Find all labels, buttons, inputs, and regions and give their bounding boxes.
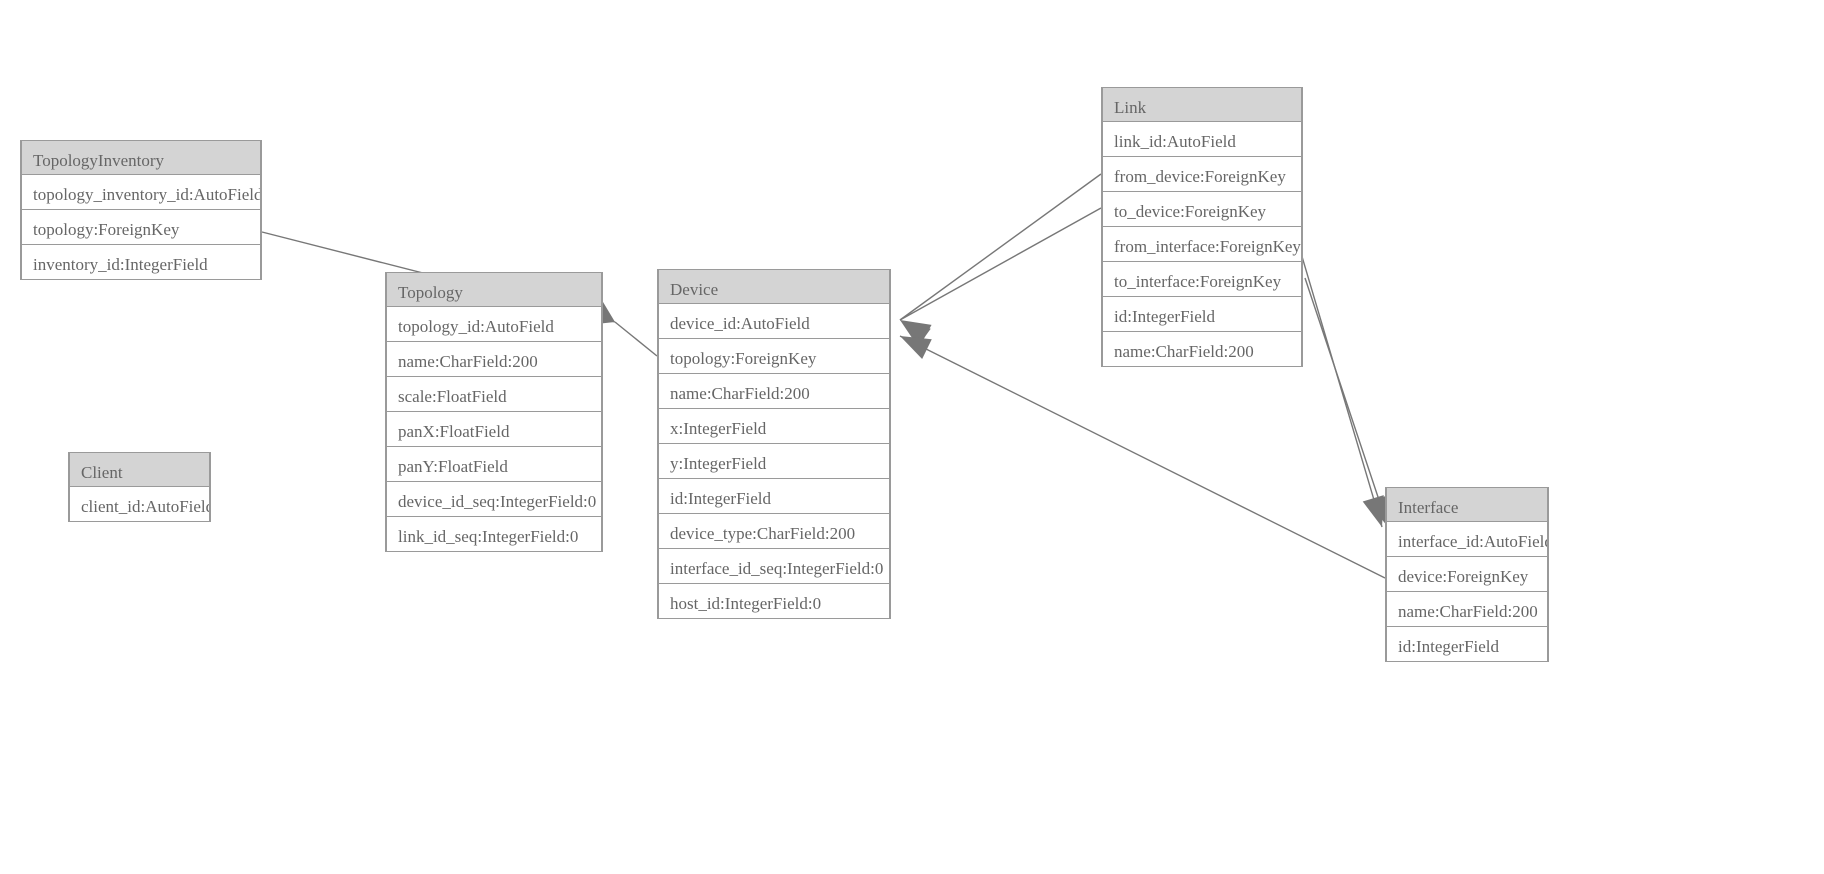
entity-field-row[interactable]: topology:ForeignKey bbox=[658, 339, 890, 374]
entity-field-row[interactable]: host_id:IntegerField:0 bbox=[658, 584, 890, 619]
relationship-line-device-to-topology bbox=[614, 321, 658, 357]
entity-field-row[interactable]: link_id_seq:IntegerField:0 bbox=[386, 517, 602, 552]
entity-field-row[interactable]: id:IntegerField bbox=[658, 479, 890, 514]
entity-field-row[interactable]: device_id:AutoField bbox=[658, 304, 890, 339]
entity-field-row[interactable]: name:CharField:200 bbox=[1102, 332, 1302, 367]
entity-field-row[interactable]: name:CharField:200 bbox=[386, 342, 602, 377]
relationship-arrowhead-link-from-device bbox=[900, 320, 931, 347]
entity-field-row[interactable]: name:CharField:200 bbox=[1386, 592, 1548, 627]
entity-field-row[interactable]: from_interface:ForeignKey bbox=[1102, 227, 1302, 262]
entity-field-row[interactable]: device_type:CharField:200 bbox=[658, 514, 890, 549]
entity-title-link: Link bbox=[1102, 87, 1302, 122]
relationship-line-link-to-device bbox=[899, 207, 1102, 321]
relationship-line-link-from-device bbox=[899, 173, 1102, 321]
entity-field-row[interactable]: interface_id_seq:IntegerField:0 bbox=[658, 549, 890, 584]
entity-field-row[interactable]: topology_inventory_id:AutoField bbox=[21, 175, 261, 210]
entity-title-device: Device bbox=[658, 269, 890, 304]
entity-field-row[interactable]: from_device:ForeignKey bbox=[1102, 157, 1302, 192]
entity-field-row[interactable]: panY:FloatField bbox=[386, 447, 602, 482]
relationship-arrowhead-interface-to-device bbox=[900, 336, 932, 360]
entity-title-client: Client bbox=[69, 452, 210, 487]
entity-field-row[interactable]: y:IntegerField bbox=[658, 444, 890, 479]
entity-field-row[interactable]: device:ForeignKey bbox=[1386, 557, 1548, 592]
relationship-line-link-to-interface bbox=[1304, 277, 1389, 528]
entity-title-topology: Topology bbox=[386, 272, 602, 307]
entity-field-row[interactable]: topology:ForeignKey bbox=[21, 210, 261, 245]
entity-field-row[interactable]: client_id:AutoField bbox=[69, 487, 210, 522]
entity-field-row[interactable]: device_id_seq:IntegerField:0 bbox=[386, 482, 602, 517]
relationship-line-link-from-interface bbox=[1297, 242, 1383, 528]
relationship-arrowhead-link-to-device bbox=[900, 320, 932, 345]
entity-field-row[interactable]: to_interface:ForeignKey bbox=[1102, 262, 1302, 297]
entity-field-row[interactable]: link_id:AutoField bbox=[1102, 122, 1302, 157]
entity-field-row[interactable]: name:CharField:200 bbox=[658, 374, 890, 409]
entity-field-row[interactable]: interface_id:AutoField bbox=[1386, 522, 1548, 557]
entity-field-row[interactable]: x:IntegerField bbox=[658, 409, 890, 444]
entity-field-row[interactable]: panX:FloatField bbox=[386, 412, 602, 447]
entity-title-topology-inventory: TopologyInventory bbox=[21, 140, 261, 175]
entity-title-interface: Interface bbox=[1386, 487, 1548, 522]
entity-field-row[interactable]: id:IntegerField bbox=[1386, 627, 1548, 662]
entity-field-row[interactable]: scale:FloatField bbox=[386, 377, 602, 412]
relationship-line-interface-to-device bbox=[899, 335, 1386, 579]
entity-field-row[interactable]: to_device:ForeignKey bbox=[1102, 192, 1302, 227]
entity-field-row[interactable]: inventory_id:IntegerField bbox=[21, 245, 261, 280]
entity-field-row[interactable]: id:IntegerField bbox=[1102, 297, 1302, 332]
entity-field-row[interactable]: topology_id:AutoField bbox=[386, 307, 602, 342]
